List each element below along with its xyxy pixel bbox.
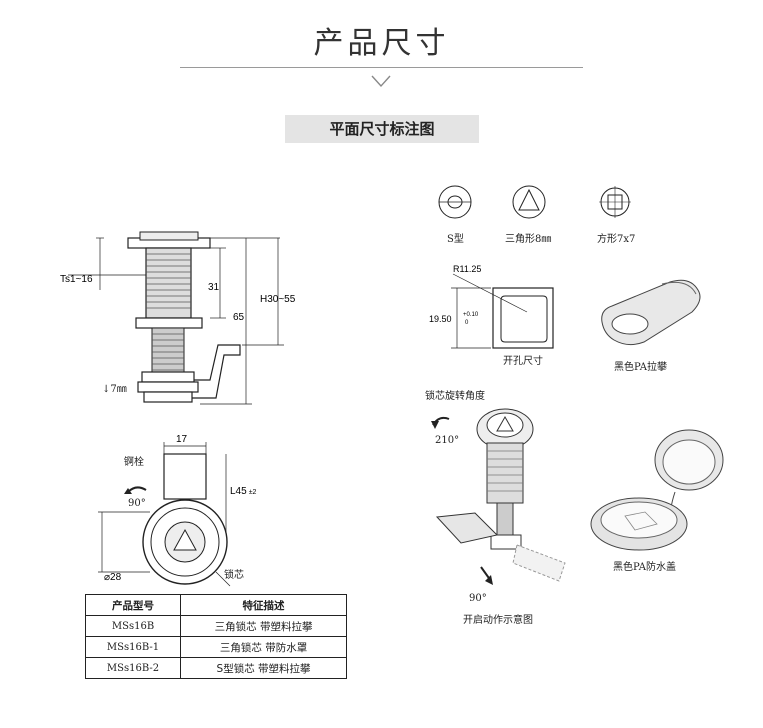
cell-model: MSs16B-2: [84, 657, 182, 679]
dim-tol-dn: 0: [465, 320, 469, 326]
spec-table: 产品型号 特征描述 MSs16B 三角锁芯 带塑料拉攀 MSs16B-1 三角锁…: [84, 594, 347, 679]
label-pull-tab: 黑色PA拉攀: [614, 360, 667, 373]
header-model: 产品型号: [84, 594, 182, 616]
dim-7mm: ↓7㎜: [102, 384, 127, 395]
label-open-demo: 开启动作示意图: [463, 613, 533, 625]
label-sq-core: 方形7x7: [597, 232, 635, 245]
angle-210: 210°: [435, 435, 459, 446]
dim-l45-tol: ±2: [249, 489, 257, 496]
header-desc: 特征描述: [180, 594, 347, 616]
chevron-down-icon: [371, 75, 391, 88]
dim-l45: L45±2: [230, 486, 257, 497]
cell-model: MSs16B-1: [84, 636, 182, 658]
dim-17: 17: [176, 434, 188, 445]
cell-desc: 三角锁芯 带防水罩: [180, 636, 347, 658]
dim-65: 65: [233, 312, 245, 323]
angle-90-right: 90°: [469, 593, 487, 604]
dim-r1125: R11.25: [453, 264, 481, 274]
label-tri-core: 三角形8㎜: [505, 233, 551, 245]
dim-h30-55: H30~55: [260, 294, 296, 305]
dim-31: 31: [208, 282, 220, 293]
pull-tab-image: 黑色PA拉攀: [601, 279, 701, 373]
cell-desc: 三角锁芯 带塑料拉攀: [180, 615, 347, 637]
section-subtitle: 平面尺寸标注图: [285, 115, 479, 143]
label-rotation-angle: 锁芯旋转角度: [425, 389, 485, 402]
cell-desc: S型锁芯 带塑料拉攀: [180, 657, 347, 679]
label-cutout: 开孔尺寸: [503, 354, 543, 367]
dim-dia28: ⌀28: [104, 572, 122, 583]
table-row: MSs16B-1 三角锁芯 带防水罩: [84, 636, 347, 658]
side-view-drawing: Ts1~16 31 H30~55 65 ↓7㎜: [60, 231, 296, 405]
cutout-drawing: R11.25 19.50 +0.10 0 开孔尺寸: [429, 264, 554, 367]
table-row: MSs16B-2 S型锁芯 带塑料拉攀: [84, 657, 347, 679]
label-cover: 黑色PA防水盖: [613, 560, 676, 573]
label-s-core: S型: [447, 232, 464, 245]
triangle-core-icon: [512, 185, 546, 219]
waterproof-cover-image: 黑色PA防水盖: [590, 429, 724, 573]
cell-model: MSs16B: [84, 615, 182, 637]
page-title: 产品尺寸: [313, 26, 450, 61]
dim-tol-up: +0.10: [463, 312, 479, 318]
rotation-demo: 锁芯旋转角度 210° 90° 开启动作示意图: [425, 389, 566, 625]
angle-90-left: 90°: [128, 498, 146, 509]
core-types: S型 三角形8㎜ 方形7x7: [438, 185, 635, 245]
dim-1950: 19.50: [429, 314, 452, 324]
label-pin: 锕栓: [124, 455, 144, 468]
square-core-icon: [599, 186, 631, 218]
table-row: MSs16B 三角锁芯 带塑料拉攀: [84, 615, 347, 637]
bottom-view-drawing: 17 锕栓 90° L45±2 ⌀28 锁芯: [98, 434, 257, 587]
title-divider: [180, 67, 583, 68]
dim-ts: Ts1~16: [60, 274, 93, 285]
s-core-icon: [438, 185, 472, 219]
label-core: 锁芯: [224, 568, 244, 581]
